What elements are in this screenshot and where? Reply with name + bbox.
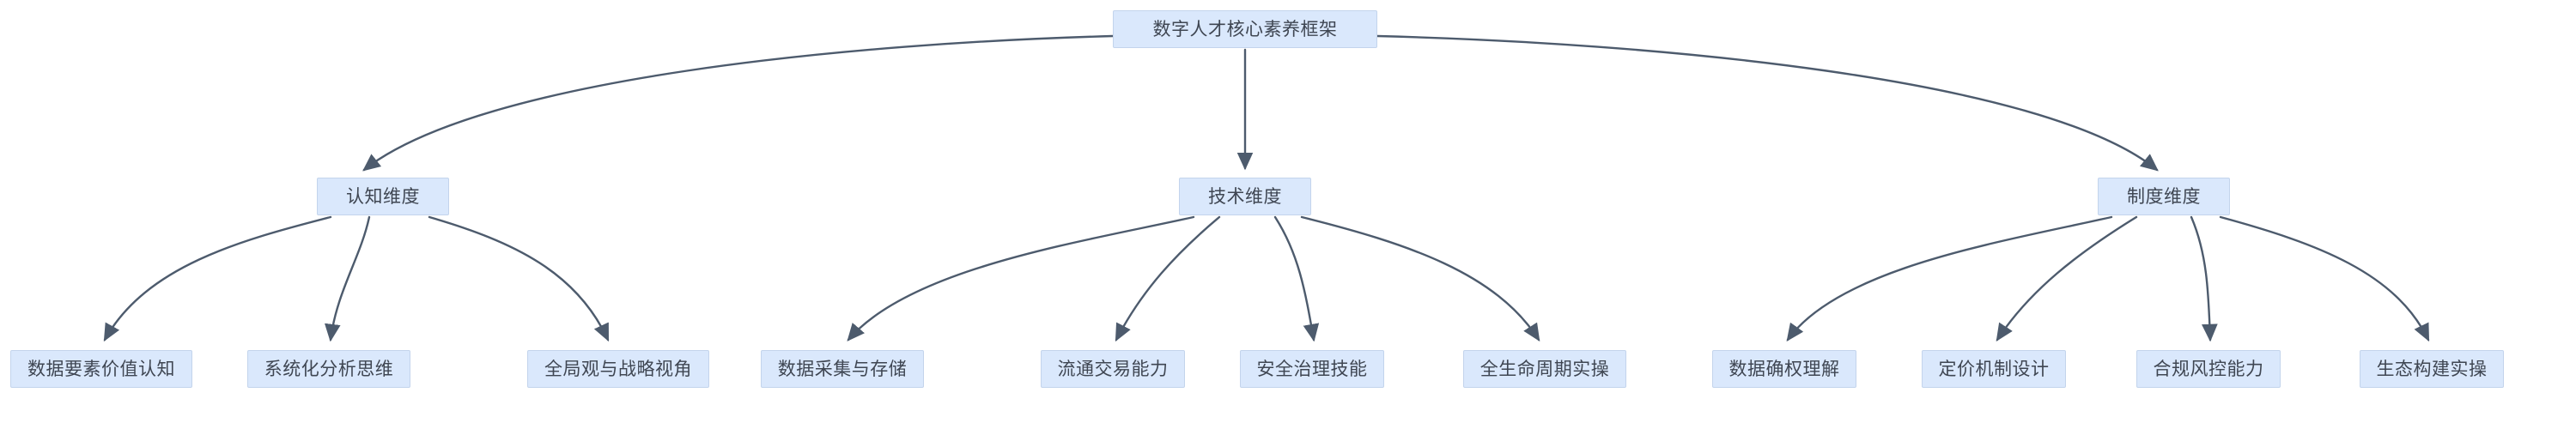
node-cognitive[interactable]: 认知维度	[317, 178, 449, 215]
edge-root-to-institution	[1376, 34, 2159, 172]
node-label: 数字人才核心素养框架	[1152, 19, 1338, 39]
edge-cognitive-to-leaf1	[103, 215, 332, 342]
edge-institution-to-leaf9	[1996, 215, 2138, 342]
node-leaf5[interactable]: 流通交易能力	[1041, 350, 1185, 388]
node-label: 合规风控能力	[2153, 359, 2264, 379]
node-label: 数据要素价值认知	[27, 359, 175, 379]
edge-root-to-cognitive	[362, 34, 1115, 172]
node-label: 系统化分析思维	[264, 359, 394, 379]
node-label: 技术维度	[1208, 186, 1282, 207]
node-leaf6[interactable]: 安全治理技能	[1240, 350, 1384, 388]
edge-institution-to-leaf10	[2190, 215, 2218, 342]
node-leaf3[interactable]: 全局观与战略视角	[527, 350, 709, 388]
node-label: 流通交易能力	[1057, 359, 1169, 379]
node-label: 认知维度	[346, 186, 420, 207]
node-leaf10[interactable]: 合规风控能力	[2136, 350, 2281, 388]
node-label: 全生命周期实操	[1479, 359, 1610, 379]
node-leaf7[interactable]: 全生命周期实操	[1463, 350, 1626, 388]
node-technical[interactable]: 技术维度	[1179, 178, 1311, 215]
node-leaf4[interactable]: 数据采集与存储	[761, 350, 924, 388]
node-root[interactable]: 数字人才核心素养框架	[1113, 10, 1377, 48]
edge-technical-to-leaf6	[1273, 215, 1320, 342]
edge-technical-to-leaf4	[847, 215, 1195, 341]
edge-cognitive-to-leaf2	[324, 215, 371, 342]
edge-cognitive-to-leaf3	[428, 215, 610, 342]
edge-technical-to-leaf7	[1300, 215, 1540, 342]
node-label: 全局观与战略视角	[544, 359, 692, 379]
node-label: 生态构建实操	[2376, 359, 2488, 379]
edge-technical-to-leaf5	[1115, 215, 1221, 342]
node-leaf9[interactable]: 定价机制设计	[1922, 350, 2066, 388]
node-leaf11[interactable]: 生态构建实操	[2360, 350, 2504, 388]
node-leaf2[interactable]: 系统化分析思维	[247, 350, 410, 388]
node-institution[interactable]: 制度维度	[2098, 178, 2230, 215]
edge-institution-to-leaf11	[2219, 215, 2430, 342]
node-label: 安全治理技能	[1256, 359, 1368, 379]
node-leaf8[interactable]: 数据确权理解	[1712, 350, 1856, 388]
node-label: 制度维度	[2127, 186, 2201, 207]
edge-institution-to-leaf8	[1786, 215, 2113, 341]
node-label: 定价机制设计	[1938, 359, 2050, 379]
node-label: 数据确权理解	[1728, 359, 1840, 379]
node-label: 数据采集与存储	[777, 359, 908, 379]
node-leaf1[interactable]: 数据要素价值认知	[10, 350, 192, 388]
